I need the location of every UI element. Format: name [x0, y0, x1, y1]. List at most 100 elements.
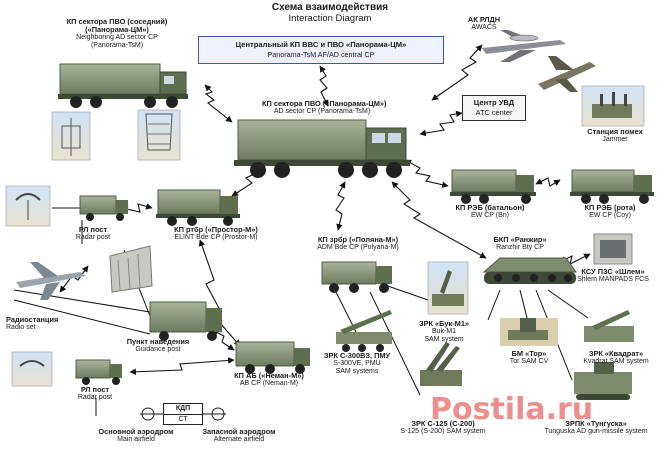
tunguska-label: ЗРПК «Тунгуска» Tunguska AD gun-missile …: [536, 420, 656, 436]
antenna-array-photo: [109, 245, 153, 293]
atc-label-en: ATC center: [475, 108, 513, 117]
ad-sector-label: КП сектора ПВО («Панорама-ЦМ») AD sector…: [262, 99, 387, 116]
radar-post-bottom-label: РЛ пост Radar post: [70, 386, 120, 402]
tunguska-label-ru: ЗРПК «Тунгуска»: [565, 419, 627, 428]
link-adsector-to-ewbn: [404, 159, 449, 188]
radar-post-top-label: РЛ пост Radar post: [68, 226, 118, 242]
ad-sector-label-en: AD sector CP (Panorama-TsM): [273, 108, 371, 115]
main-airfield-label-ru: Основной аэродром: [98, 427, 174, 436]
title-ru: Схема взаимодействия: [271, 2, 389, 13]
s300-label-en1: S-300VE, PMU: [333, 360, 381, 367]
jammer-photo: [581, 85, 645, 127]
neighbor-ad-label-en1: Neighboring AD sector CP: [76, 34, 158, 41]
link-atc-to-adsector: [419, 110, 463, 137]
buk-label-en2: SAM system: [424, 336, 464, 343]
tunguska-vehicle-icon: [574, 362, 632, 400]
radar-post-bottom-label-en: Radar post: [77, 394, 113, 401]
shlem-label-ru: КСУ ПЗС «Шлем»: [581, 267, 645, 276]
neighbor-ad-label: КП сектора ПВО (соседний) («Панорама-ЦМ»…: [62, 18, 172, 50]
ab-cp-label-ru: КП АБ («Неман-М»): [234, 371, 304, 380]
main-airfield-label-en: Main airfield: [117, 436, 155, 443]
awacs-label-en: AWACS: [471, 24, 497, 31]
aircraft-icon: [538, 56, 596, 92]
awacs-aircraft-icon: [482, 30, 566, 62]
guidance-post-truck: [149, 301, 222, 341]
shlem-photo: [593, 233, 633, 265]
radar-post-bottom-truck: [75, 359, 122, 385]
ranzhir-label: БКП «Ранжир» Ranzhir Bty CP: [480, 236, 560, 252]
ew-bn-label-ru: КП РЭБ (батальон): [455, 203, 525, 212]
adm-bde-label-ru: КП зрбр («Поляна-М»): [317, 235, 399, 244]
s300-label-en2: SAM systems: [335, 368, 379, 375]
link-ewbn-to-ewcoy: [535, 177, 561, 187]
kvadrat-label-en: Kvadrat SAM system: [583, 358, 649, 365]
jammer-label-ru: Станция помех: [587, 127, 643, 136]
tor-label: БМ «Тор» Tor SAM CV: [494, 350, 564, 366]
shlem-label-en: Shlem MANPADS FCS: [577, 276, 649, 283]
jammer-label-en: Jammer: [602, 136, 628, 143]
kvadrat-launcher-icon: [584, 310, 634, 342]
radar-tower-photo-2: [137, 109, 181, 161]
adm-bde-label-en: ADM Bde CP (Polyana-M): [317, 244, 399, 251]
ad-sector-label-ru: КП сектора ПВО («Панорама-ЦМ»): [262, 99, 387, 108]
ab-cp-truck: [235, 341, 310, 374]
ew-coy-label-ru: КП РЭБ (рота): [584, 203, 636, 212]
central-cp-box: Центральный КП ВВС и ПВО «Панорама-ЦМ» P…: [198, 36, 444, 64]
link-radioset-to-guidance-2: [13, 299, 151, 335]
title-en: Interaction Diagram: [288, 13, 372, 24]
radar-post-top-label-en: Radar post: [75, 234, 111, 241]
radar-post-bottom-photo: [11, 351, 53, 387]
ab-cp-label: КП АБ («Неман-М») AB CP (Neman-M): [224, 372, 314, 388]
s125-label-ru: ЗРК С-125 (С-200): [411, 419, 475, 428]
neighbor-ad-label-ru1: КП сектора ПВО (соседний): [66, 17, 168, 26]
s300-label: ЗРК С-300ВЗ, ПМУ S-300VE, PMU SAM system…: [312, 352, 402, 376]
guidance-post-label: Пункт наведения Guidance post: [110, 338, 206, 354]
buk-label-en1: Buk-M1: [431, 328, 457, 335]
ew-coy-truck: [570, 169, 654, 204]
diagram-title: Схема взаимодействия Interaction Diagram: [230, 2, 430, 24]
link-ranzhir-to-buk: [487, 289, 501, 321]
ab-cp-label-en: AB CP (Neman-M): [239, 380, 299, 387]
central-cp-label-ru: Центральный КП ВВС и ПВО «Панорама-ЦМ»: [235, 40, 407, 49]
link-admbde-to-s125: [369, 291, 421, 396]
link-awacs-to-adsector: [431, 44, 483, 101]
radio-set-label-ru: Радиостанция: [6, 315, 59, 324]
link-neighbor-to-adsector: [204, 84, 233, 123]
guidance-post-label-en: Guidance post: [135, 346, 181, 353]
s125-launcher-icon: [420, 342, 462, 386]
link-abcp-to-radarpost: [129, 357, 235, 376]
buk-launcher-photo: [427, 261, 469, 315]
ew-coy-label: КП РЭБ (рота) EW CP (Coy): [570, 204, 650, 220]
ranzhir-label-ru: БКП «Ранжир»: [493, 235, 547, 244]
elint-label: КП ртбр («Простор-М») ELINT Bde CP (Pros…: [156, 226, 276, 242]
tor-label-en: Tor SAM CV: [509, 358, 549, 365]
radio-set-label-en: Radio set: [6, 324, 36, 331]
ew-coy-label-en: EW CP (Coy): [589, 212, 631, 219]
adm-bde-label: КП зрбр («Поляна-М») ADM Bde CP (Polyana…: [308, 236, 408, 252]
ranzhir-vehicle: [482, 257, 577, 284]
link-central-to-adsector: [319, 65, 329, 107]
link-ranzhir-to-kvadrat: [547, 289, 589, 319]
ranzhir-label-en: Ranzhir Bty CP: [496, 244, 544, 251]
elint-truck: [156, 189, 240, 226]
main-airfield-icon: [141, 407, 155, 421]
ew-bn-truck: [450, 169, 536, 204]
radar-post-top-label-ru: РЛ пост: [78, 225, 108, 234]
kvadrat-label-ru: ЗРК «Квадрат»: [588, 349, 644, 358]
adm-bde-truck: [321, 261, 392, 293]
link-admbde-to-buk: [381, 283, 429, 301]
link-radioset-to-guidance: [13, 289, 151, 313]
alt-airfield-label-en: Alternate airfield: [213, 436, 265, 443]
link-adsector-to-ranzhir: [391, 181, 487, 259]
radio-set-label: Радиостанция Radio set: [6, 316, 66, 332]
ad-sector-truck: [234, 119, 410, 178]
ew-bn-label: КП РЭБ (батальон) EW CP (Bn): [440, 204, 540, 220]
link-elint-to-radarpost: [121, 203, 153, 213]
radar-tower-photo-1: [51, 111, 91, 161]
awacs-label: АК РЛДН AWACS: [460, 16, 508, 32]
radar-dish-photo: [5, 185, 51, 227]
s300-label-ru: ЗРК С-300ВЗ, ПМУ: [323, 351, 391, 360]
central-cp-label-en: Panorama-TsM AF/AD central CP: [267, 50, 375, 59]
watermark: Postila.ru: [430, 392, 594, 427]
